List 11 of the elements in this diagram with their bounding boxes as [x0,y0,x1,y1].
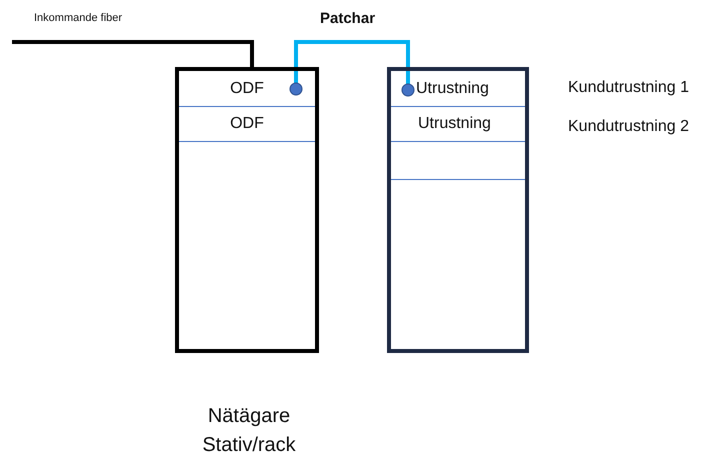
patch-cable [290,40,414,96]
side-label: Kundutrustning 1 [568,78,689,98]
slot-label: ODF [229,115,265,133]
slot-label: Utrustning [418,115,491,133]
side-label: Kundutrustning 2 [568,117,689,136]
rack-caption: Nätägare Stativ/rack [201,404,297,457]
slot-label: Utrustning [416,80,489,98]
rack-frame [175,67,319,353]
slot-label: ODF [229,80,265,98]
edge-label: Inkommande fiber [34,12,122,24]
rack-frame [387,67,529,353]
